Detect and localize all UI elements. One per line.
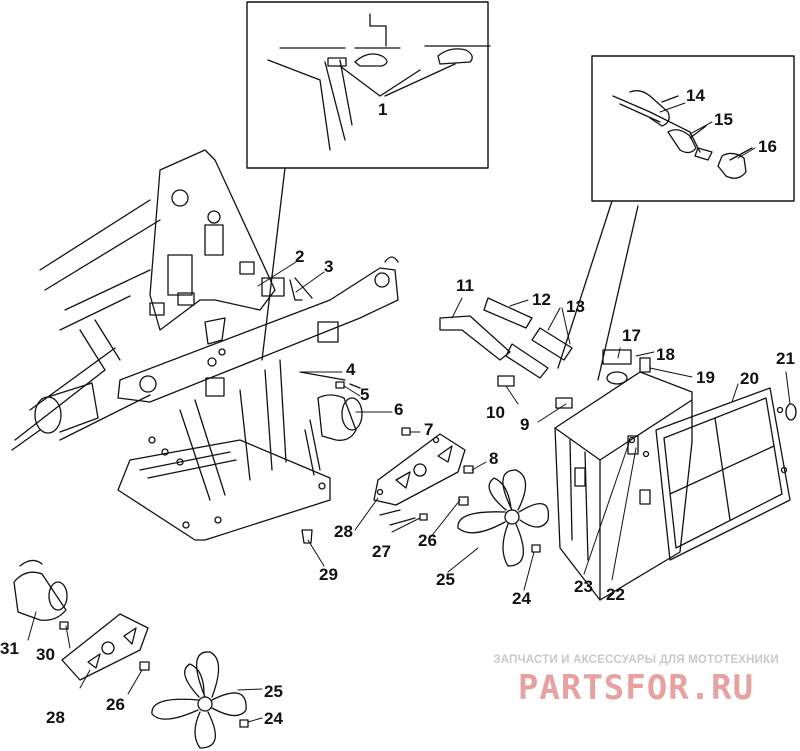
- callout-24-lower: 24: [264, 709, 283, 728]
- callout-26-lower: 26: [106, 695, 125, 714]
- fan-shroud-plate: [373, 433, 466, 506]
- callout-17: 17: [622, 326, 641, 345]
- radiator-screen: [655, 387, 797, 561]
- callout-14: 14: [686, 86, 705, 105]
- callout-labels: 1 2 3 4 5 6 7 8 9 10 11 12 13 14 15 16 1…: [0, 86, 795, 728]
- callout-6: 6: [394, 400, 403, 419]
- callout-2: 2: [295, 247, 304, 266]
- callout-15: 15: [714, 110, 733, 129]
- fan-blade-upper: [457, 469, 550, 567]
- callout-27: 27: [372, 542, 391, 561]
- inset-2-leader-b: [597, 205, 639, 381]
- callout-12: 12: [532, 290, 551, 309]
- inset-2-leader: [557, 200, 613, 369]
- leader-lines: [27, 102, 791, 723]
- callout-13: 13: [566, 297, 585, 316]
- callout-19: 19: [696, 368, 715, 387]
- callout-26: 26: [418, 531, 437, 550]
- callout-20: 20: [740, 369, 759, 388]
- callout-22: 22: [606, 585, 625, 604]
- callout-28: 28: [334, 522, 353, 541]
- callout-29: 29: [319, 565, 338, 584]
- callout-4: 4: [346, 360, 356, 379]
- frame-assembly: [11, 149, 399, 541]
- callout-30: 30: [36, 645, 55, 664]
- callout-18: 18: [656, 345, 675, 364]
- inset-detail-1: [246, 1, 491, 169]
- callout-25-lower: 25: [264, 682, 283, 701]
- fan-motor: [304, 394, 363, 476]
- radiator-hoses: [439, 297, 573, 409]
- site-watermark: ЗАПЧАСТИ И АКСЕССУАРЫ ДЛЯ МОТОТЕХНИКИ PA…: [486, 654, 786, 708]
- callout-31: 31: [0, 639, 19, 658]
- callout-25: 25: [436, 570, 455, 589]
- callout-28-lower: 28: [46, 708, 65, 727]
- callout-21: 21: [776, 349, 795, 368]
- callout-7: 7: [424, 420, 433, 439]
- watermark-tagline: ЗАПЧАСТИ И АКСЕССУАРЫ ДЛЯ МОТОТЕХНИКИ: [493, 654, 779, 666]
- watermark-logo: PARTSFOR.RU: [517, 668, 755, 708]
- callout-5: 5: [360, 385, 369, 404]
- callout-24: 24: [512, 589, 531, 608]
- inset-1-leader: [261, 167, 286, 361]
- callout-11: 11: [456, 276, 474, 295]
- inset-detail-14-16: [591, 55, 795, 202]
- callout-23: 23: [574, 577, 593, 596]
- callout-9: 9: [520, 415, 529, 434]
- lower-fan-assembly: [13, 559, 249, 749]
- fasteners: [299, 371, 474, 544]
- callout-1: 1: [378, 100, 387, 119]
- callout-16: 16: [758, 137, 777, 156]
- callout-3: 3: [324, 257, 333, 276]
- callout-10: 10: [486, 403, 505, 422]
- callout-8: 8: [489, 449, 498, 468]
- radiator: [554, 349, 693, 601]
